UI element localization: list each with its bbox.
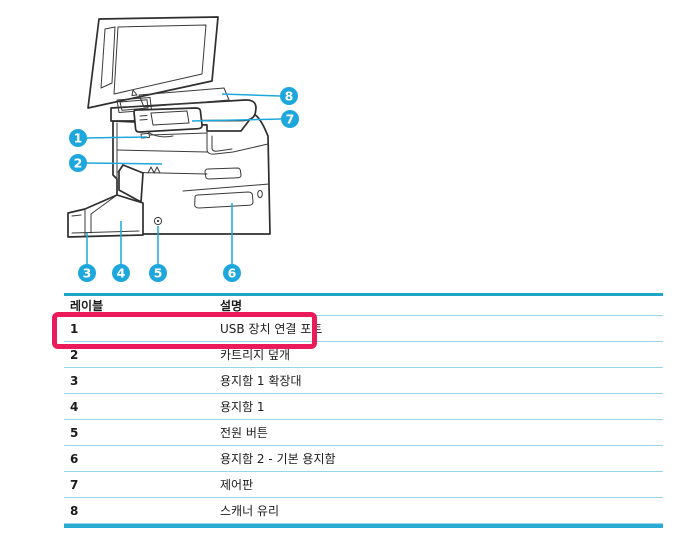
control-panel	[134, 108, 202, 138]
callout-8-number: 8	[285, 89, 294, 104]
callout-3-number: 3	[83, 266, 92, 281]
row-description: 제어판	[220, 478, 254, 492]
row-label: 8	[70, 503, 79, 518]
tray-lock-icon	[258, 190, 263, 197]
callout-5-badge: 5	[149, 264, 167, 282]
table-row: 3 용지함 1 확장대	[64, 368, 663, 394]
glass-origin-mark	[132, 90, 137, 96]
row-description: 전원 버튼	[220, 426, 268, 440]
callout-6-badge: 6	[223, 264, 241, 282]
callout-3-badge: 3	[78, 264, 96, 282]
callout-2-badge: 2	[69, 154, 87, 172]
callout-8-badge: 8	[280, 87, 298, 105]
paper-icon	[148, 167, 160, 173]
callout-1-badge: 1	[69, 129, 87, 147]
cartridge-door-flap	[119, 165, 143, 202]
header-description: 설명	[220, 299, 243, 313]
table-row: 7 제어판	[64, 472, 663, 498]
row-label: 5	[70, 425, 79, 440]
printer-diagram: 1 2 3 4 5 6 7 8	[55, 5, 299, 282]
row-description: USB 장치 연결 포트	[220, 322, 323, 336]
leader-line-7	[192, 119, 281, 121]
table-row: 2 카트리지 덮개	[64, 342, 663, 368]
power-button-icon	[154, 217, 161, 224]
row-label: 2	[70, 347, 79, 362]
table-row: 8 스캐너 유리	[64, 498, 663, 524]
table-row: 5 전원 버튼	[64, 420, 663, 446]
scanner-glass	[139, 88, 229, 107]
printer-body	[113, 114, 270, 234]
output-tray-cutout	[207, 131, 268, 154]
callout-badges: 1 2 3 4 5 6 7 8	[69, 87, 299, 282]
table-header-row: 레이블 설명	[64, 296, 663, 316]
scanner-lid	[88, 17, 218, 108]
leader-line-8	[222, 94, 280, 96]
row-description: 용지함 1	[220, 400, 265, 414]
callout-5-number: 5	[154, 266, 163, 281]
callout-7-number: 7	[286, 112, 295, 127]
leader-line-1	[86, 137, 147, 138]
paper-tray-extended	[68, 195, 143, 237]
table-row: 6 용지함 2 - 기본 용지함	[64, 446, 663, 472]
row-description: 스캐너 유리	[220, 504, 280, 518]
callout-4-number: 4	[117, 266, 126, 281]
callout-6-number: 6	[228, 266, 237, 281]
header-label: 레이블	[70, 299, 104, 313]
row-label: 3	[70, 373, 79, 388]
callout-7-badge: 7	[281, 110, 299, 128]
row-description: 카트리지 덮개	[220, 348, 291, 362]
callout-leaders	[86, 94, 281, 264]
callout-4-badge: 4	[112, 264, 130, 282]
callout-1-number: 1	[74, 131, 83, 146]
row-label: 6	[70, 451, 79, 466]
control-panel-screen	[151, 111, 189, 125]
callout-2-number: 2	[74, 156, 83, 171]
row-label: 7	[70, 477, 79, 492]
parts-table: 레이블 설명 1 USB 장치 연결 포트 2 카트리지 덮개 3 용지함 1 …	[52, 293, 663, 528]
table-row: 1 USB 장치 연결 포트	[64, 316, 663, 342]
row-label: 4	[70, 399, 79, 414]
table-row: 4 용지함 1	[64, 394, 663, 420]
row-description: 용지함 2 - 기본 용지함	[220, 452, 336, 466]
row-description: 용지함 1 확장대	[220, 374, 302, 388]
tray2-drawer	[183, 168, 269, 208]
row-label: 1	[70, 321, 79, 336]
leader-line-2	[86, 163, 162, 164]
